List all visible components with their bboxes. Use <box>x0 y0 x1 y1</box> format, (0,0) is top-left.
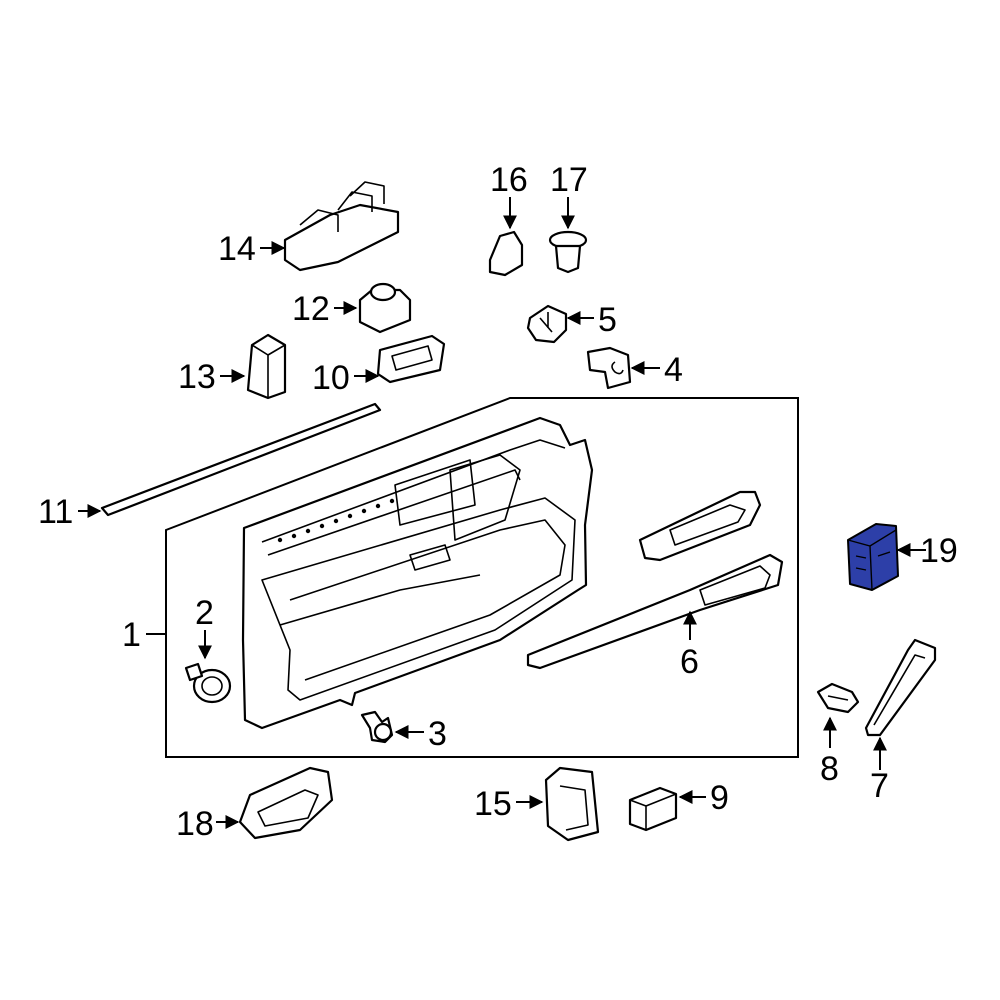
callout-1: 1 <box>122 616 141 654</box>
callout-10: 10 <box>312 359 350 397</box>
callout-19: 19 <box>920 532 958 570</box>
push-rivet-17[interactable] <box>548 230 588 274</box>
callout-14: 14 <box>218 230 256 268</box>
door-trim-panel[interactable] <box>241 416 594 730</box>
mirror-switch-12[interactable] <box>358 282 412 334</box>
callout-16: 16 <box>490 161 528 199</box>
clip-16[interactable] <box>488 230 524 277</box>
callout-18: 18 <box>176 805 214 843</box>
callout-3: 3 <box>428 715 447 753</box>
push-pin-clip-2[interactable] <box>184 662 232 704</box>
handle-cover-18[interactable] <box>238 766 334 840</box>
bracket-8[interactable] <box>816 682 860 714</box>
door-panel-assembly-box <box>165 397 799 758</box>
callout-17: 17 <box>550 161 588 199</box>
switch-9[interactable] <box>628 786 678 832</box>
callout-4: 4 <box>664 351 683 389</box>
switch-bezel-10[interactable] <box>376 334 446 384</box>
push-clip-3[interactable] <box>360 710 394 744</box>
armrest-trim-6[interactable] <box>526 553 784 670</box>
callout-6: 6 <box>680 643 699 681</box>
callout-8: 8 <box>820 750 839 788</box>
callout-11: 11 <box>38 493 73 531</box>
callout-13: 13 <box>178 358 216 396</box>
retainer-clip-5[interactable] <box>526 304 568 344</box>
trim-strip-7[interactable] <box>864 638 937 737</box>
callout-9: 9 <box>710 779 729 817</box>
switch-15[interactable] <box>544 766 600 842</box>
callout-2: 2 <box>195 594 214 632</box>
belt-molding-11[interactable] <box>100 402 382 517</box>
inner-handle-bezel[interactable] <box>638 490 762 562</box>
retainer-clip-4[interactable] <box>586 346 632 390</box>
callout-5: 5 <box>598 301 617 339</box>
callout-12: 12 <box>292 290 330 328</box>
callout-7: 7 <box>870 767 889 805</box>
switch-13[interactable] <box>246 333 287 400</box>
window-switch-14[interactable] <box>283 181 400 272</box>
callout-15: 15 <box>474 785 512 823</box>
control-module-19[interactable] <box>847 523 899 591</box>
